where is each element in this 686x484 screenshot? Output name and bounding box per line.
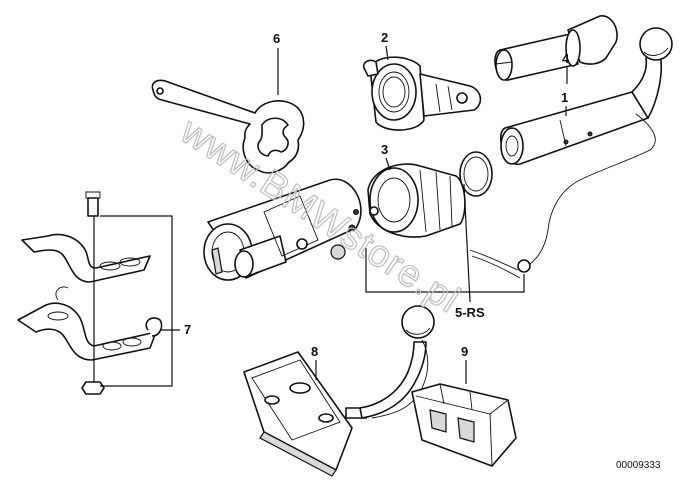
- seal-strap: [469, 249, 521, 279]
- screw-plug: [330, 244, 346, 260]
- leader-line-2: [385, 45, 389, 61]
- union-nut-part: [367, 151, 493, 238]
- seal-ring: [517, 259, 531, 273]
- clamp-nut: [81, 381, 105, 395]
- image-code: 00009333: [616, 460, 661, 471]
- protective-cover-part: [411, 383, 517, 467]
- spanner-wrench-part: [151, 79, 305, 174]
- leader-line-5rs: [463, 183, 471, 303]
- part-label-5-rs: 5-RS: [455, 305, 485, 320]
- tow-ball-arm-part: [499, 27, 673, 265]
- detent-ball: [369, 206, 379, 216]
- receiver-tube-part: [203, 178, 362, 281]
- locking-pin-part: [494, 15, 618, 81]
- leader-line-3: [385, 157, 391, 171]
- bracket-line-5rs: [365, 248, 525, 293]
- bracket-line-7: [100, 215, 173, 387]
- part-label-4: 4: [562, 51, 570, 66]
- part-label-2: 2: [381, 30, 388, 45]
- part-label-6: 6: [273, 31, 280, 46]
- part-label-3: 3: [381, 142, 388, 157]
- part-label-1: 1: [561, 90, 568, 105]
- tow-ball-plate-part: [243, 305, 435, 477]
- part-label-7: 7: [184, 322, 191, 337]
- part-label-8: 8: [311, 344, 318, 359]
- cap-nut-part: [362, 56, 482, 131]
- part-label-9: 9: [461, 344, 468, 359]
- clamp-bolt: [87, 197, 99, 217]
- mounting-clamp-part: [17, 191, 163, 395]
